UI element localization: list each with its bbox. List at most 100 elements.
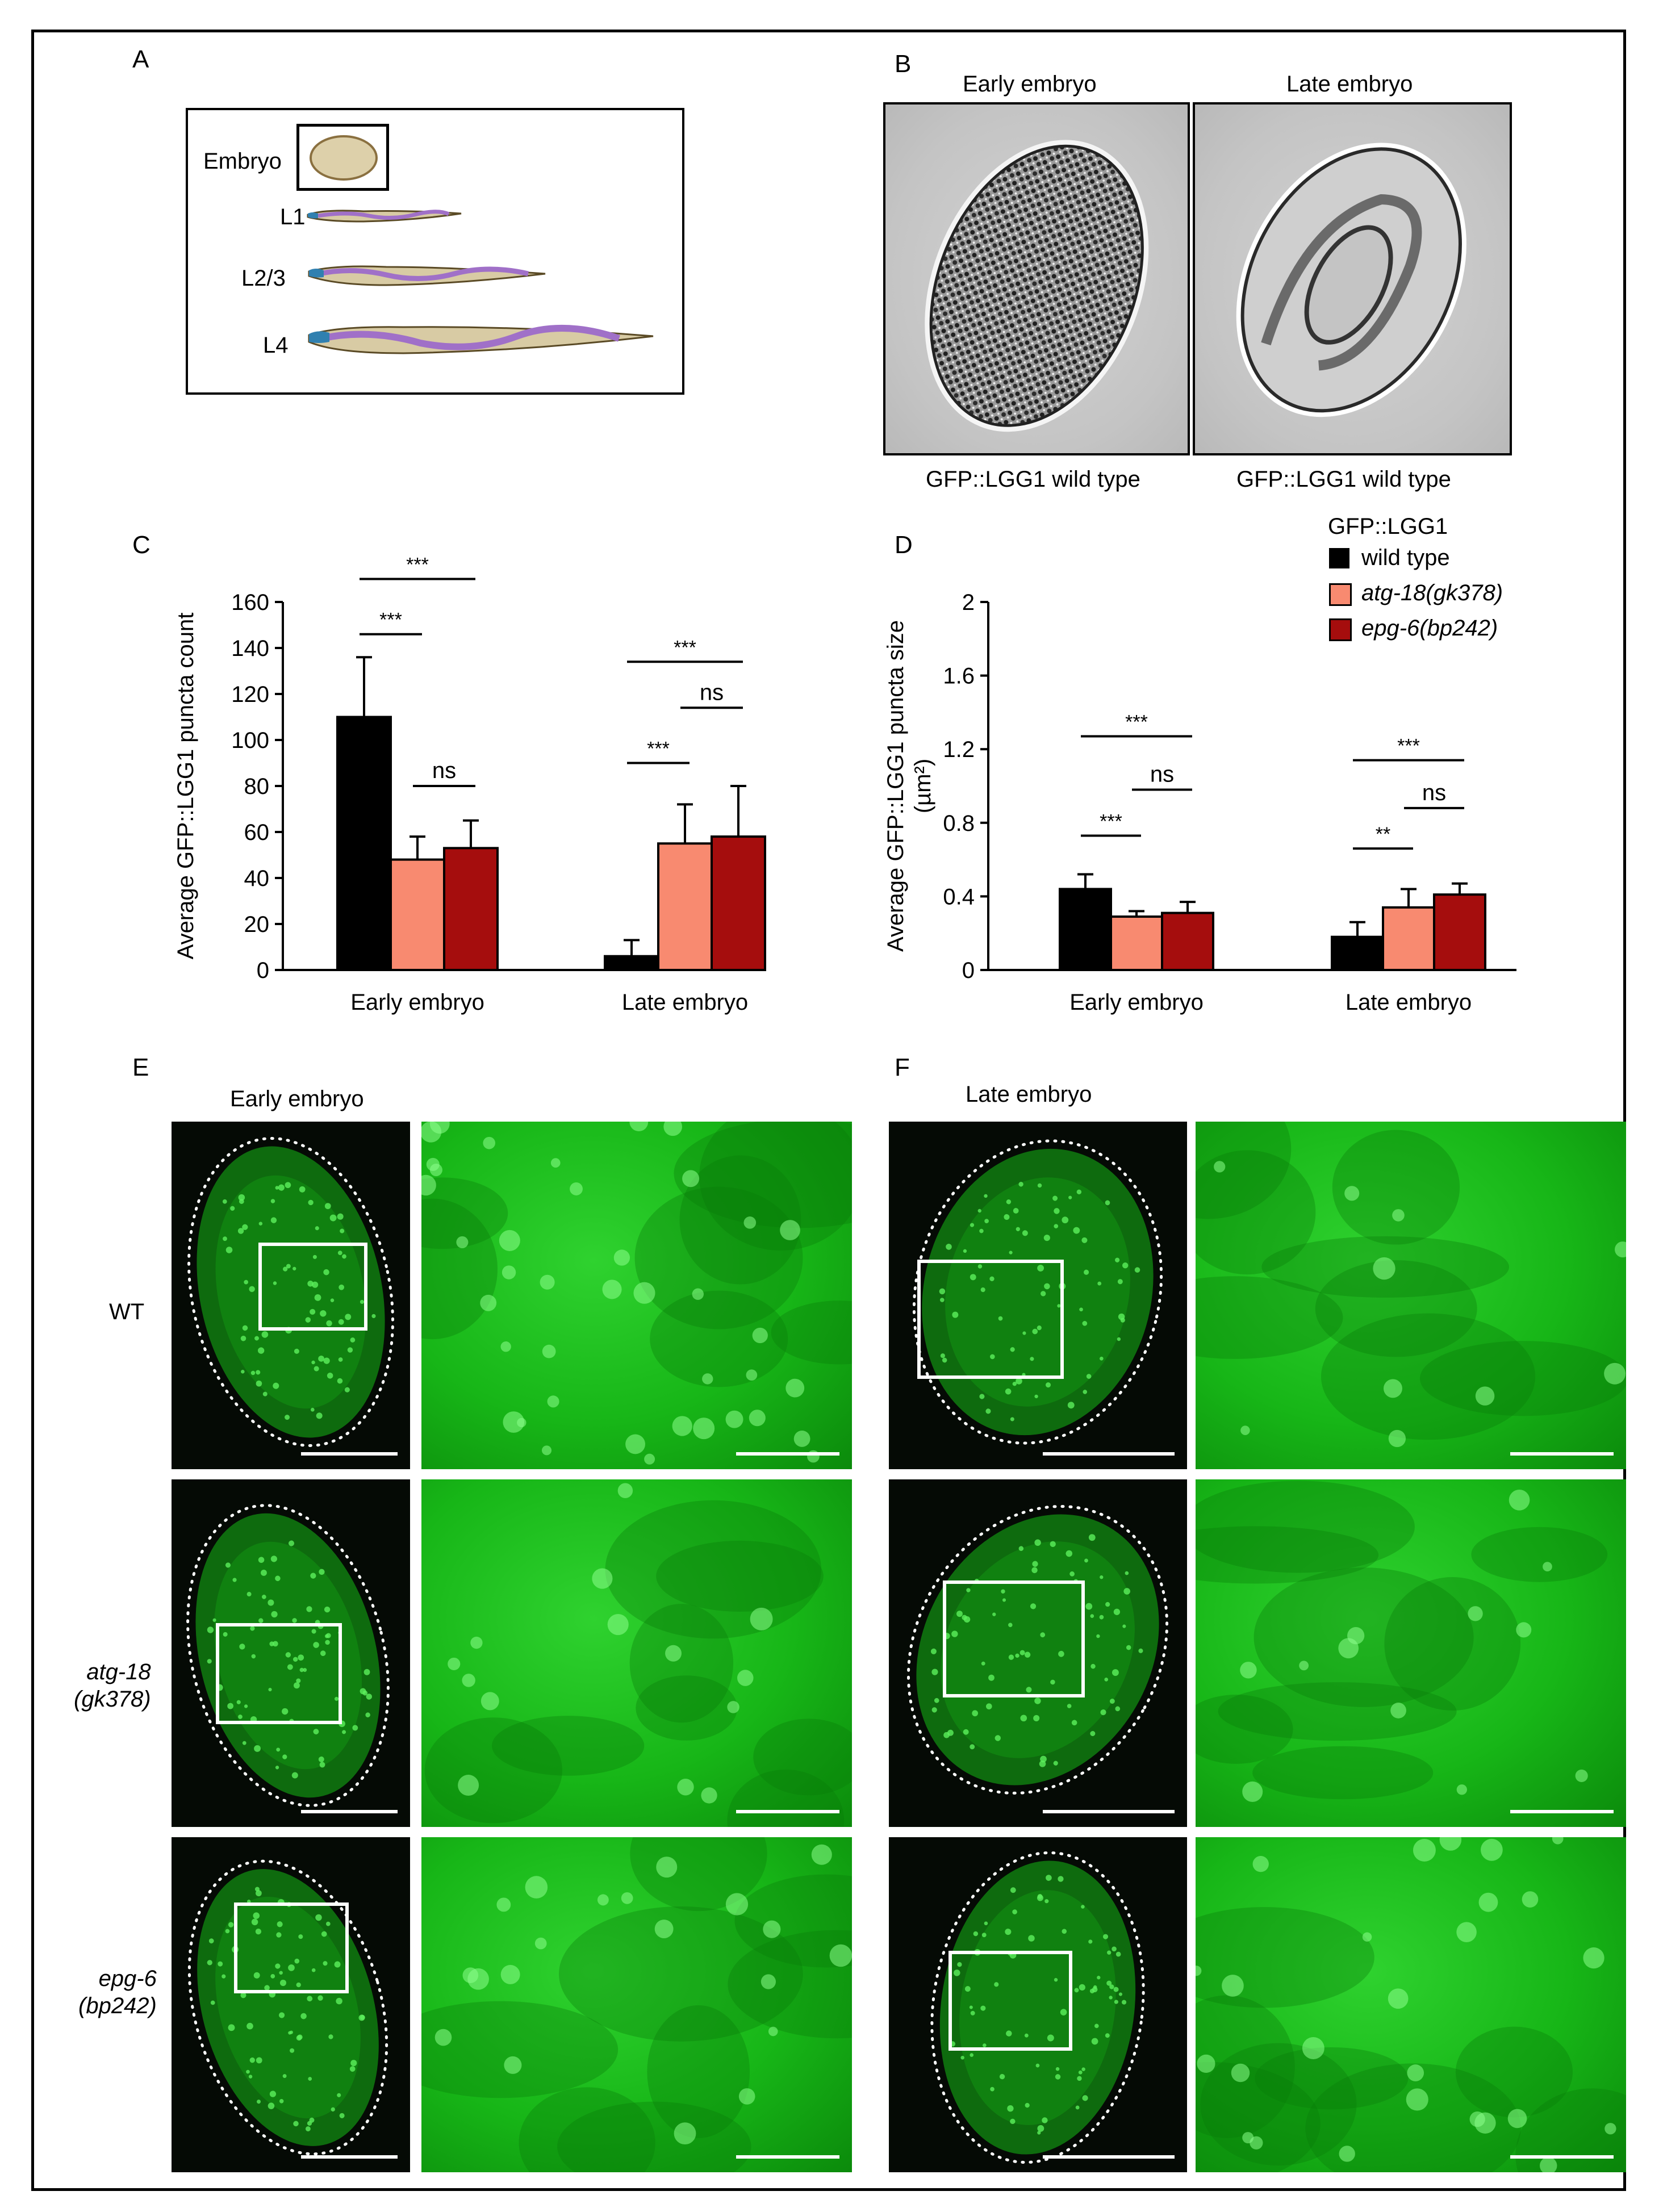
bar	[1382, 906, 1435, 972]
puncta	[500, 1341, 511, 1352]
puncta	[279, 1979, 287, 1987]
puncta	[480, 1294, 497, 1311]
puncta	[1456, 1922, 1477, 1942]
puncta	[992, 1612, 996, 1616]
puncta	[951, 1630, 958, 1637]
puncta	[242, 1325, 248, 1331]
puncta	[470, 1636, 483, 1649]
puncta	[278, 2012, 285, 2018]
puncta	[761, 1974, 776, 1989]
puncta	[725, 1893, 749, 1916]
puncta	[251, 1654, 256, 1659]
puncta	[1091, 2038, 1098, 2045]
puncta	[246, 2022, 253, 2030]
puncta	[956, 1611, 963, 1617]
puncta	[342, 1254, 346, 1259]
embryo-signal	[187, 1859, 388, 2156]
puncta	[251, 1918, 258, 1926]
puncta	[1071, 1720, 1077, 1726]
puncta	[1016, 1378, 1022, 1385]
puncta	[293, 2121, 299, 2127]
puncta	[1126, 1645, 1131, 1650]
puncta	[768, 2026, 778, 2037]
puncta	[350, 1337, 356, 1343]
puncta	[1035, 2063, 1040, 2068]
puncta	[316, 1412, 323, 1419]
puncta	[1604, 2123, 1616, 2135]
late-embryo-brightfield-image	[1193, 102, 1512, 455]
puncta	[502, 1265, 516, 1279]
puncta	[1002, 1598, 1006, 1602]
puncta	[1468, 1606, 1483, 1621]
panel-f-letter: F	[895, 1053, 910, 1081]
puncta	[249, 1286, 255, 1293]
legend-swatch-epg-6	[1329, 618, 1352, 641]
puncta	[429, 1164, 442, 1177]
puncta	[1100, 1356, 1104, 1361]
puncta	[1100, 1575, 1104, 1579]
zoom-region-box	[917, 1260, 1064, 1379]
puncta	[323, 1961, 328, 1966]
puncta	[334, 1696, 339, 1701]
puncta	[1006, 2030, 1012, 2037]
puncta	[1013, 1208, 1019, 1214]
puncta	[319, 1762, 325, 1768]
y-tick-label: 120	[231, 682, 269, 707]
puncta	[1043, 1235, 1050, 1241]
puncta	[222, 1199, 227, 1204]
puncta	[979, 1394, 985, 1399]
puncta	[277, 1921, 283, 1927]
puncta	[1196, 1966, 1202, 1976]
puncta	[299, 1186, 306, 1193]
puncta	[467, 1968, 489, 1990]
puncta	[1118, 1313, 1125, 1320]
puncta	[1121, 2000, 1127, 2005]
puncta	[366, 1694, 373, 1700]
puncta	[237, 1228, 244, 1234]
puncta	[1099, 1615, 1104, 1620]
bar	[604, 955, 659, 972]
puncta	[1042, 2117, 1048, 2123]
puncta	[294, 1348, 299, 1354]
puncta	[737, 1670, 754, 1686]
row-label-wt: WT	[109, 1299, 145, 1324]
puncta	[1109, 1699, 1115, 1704]
puncta	[1302, 2037, 1324, 2059]
scale-bar	[1510, 2155, 1614, 2159]
puncta	[1041, 1291, 1046, 1297]
shadow-region	[1196, 1122, 1292, 1219]
puncta	[294, 1958, 300, 1964]
puncta	[1478, 1892, 1498, 1912]
puncta	[225, 1247, 233, 1253]
puncta	[1407, 2064, 1424, 2081]
shadow-region	[674, 1122, 852, 1228]
puncta	[1060, 2009, 1067, 2016]
puncta	[307, 1996, 313, 2002]
stage-label-l2-3: L2/3	[241, 266, 286, 291]
puncta	[780, 1220, 800, 1240]
shadow-region	[656, 1540, 824, 1612]
puncta	[1474, 2112, 1496, 2134]
puncta	[1054, 1977, 1058, 1982]
puncta	[977, 1209, 981, 1213]
puncta	[994, 1982, 999, 1987]
embryo-core	[959, 1890, 1116, 2125]
puncta	[1037, 1894, 1043, 1899]
puncta	[1018, 1546, 1024, 1552]
puncta	[1026, 1687, 1032, 1693]
puncta	[336, 1997, 342, 2005]
puncta	[309, 2117, 315, 2123]
puncta	[1032, 1561, 1038, 1567]
y-tick-label: 60	[244, 820, 270, 845]
puncta	[752, 1327, 768, 1344]
embryo-outline-dotted	[930, 1851, 1145, 2164]
puncta	[292, 1618, 297, 1623]
puncta	[270, 1555, 277, 1562]
puncta	[629, 1122, 649, 1132]
y-tick-label: 0	[962, 958, 975, 983]
puncta	[1097, 1976, 1101, 1980]
panel-b-title-late: Late embryo	[1286, 72, 1413, 97]
puncta	[1058, 1876, 1064, 1882]
puncta	[325, 1921, 331, 1926]
puncta	[312, 1281, 319, 1288]
